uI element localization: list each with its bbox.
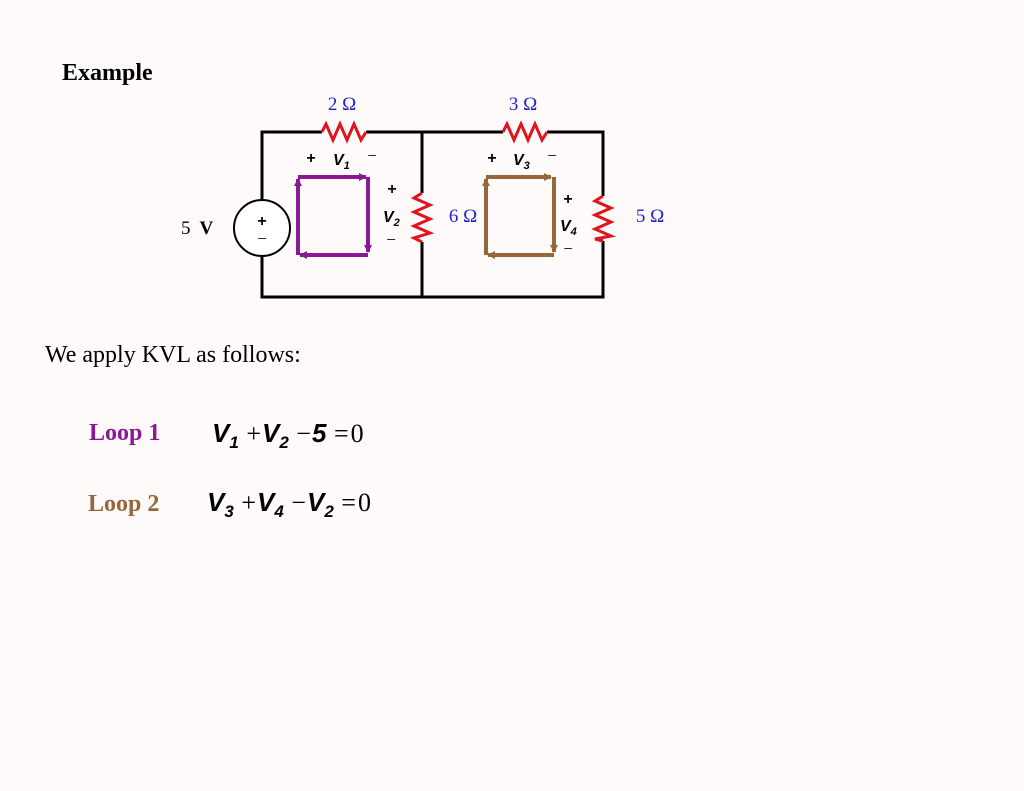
loop2-label: Loop 2 xyxy=(88,491,160,517)
loop2-arrows xyxy=(482,173,558,259)
v2-plus: + xyxy=(387,181,396,198)
circuit-wires xyxy=(260,130,605,299)
eq2-term1: V3 xyxy=(207,487,234,521)
v1-label: V1 xyxy=(333,152,350,172)
eq1-term1: V1 xyxy=(212,418,239,452)
v3-plus: + xyxy=(487,150,496,167)
voltage-source xyxy=(233,199,291,257)
source-minus: − xyxy=(257,229,267,248)
slide-title: Example xyxy=(62,60,153,86)
loop1-arrows xyxy=(294,173,372,259)
resistor-2ohm xyxy=(320,120,368,144)
v1-minus: − xyxy=(367,146,377,165)
r1-label: 2 Ω xyxy=(328,94,356,115)
r4-label: 5 Ω xyxy=(636,206,664,227)
v2-minus: − xyxy=(386,230,396,249)
loop1-label: Loop 1 xyxy=(89,420,161,446)
v4-minus: − xyxy=(563,239,573,258)
source-value: 5 xyxy=(181,218,191,239)
resistor-5ohm xyxy=(591,194,617,243)
resistor-6ohm xyxy=(410,191,435,244)
source-plus: + xyxy=(257,213,266,230)
v4-label: V4 xyxy=(560,218,577,238)
v3-minus: − xyxy=(547,146,557,165)
eq1-term3: 5 xyxy=(311,418,327,448)
v1-plus: + xyxy=(306,150,315,167)
r2-label: 6 Ω xyxy=(449,206,477,227)
loop1-equation: V1 +V2 −5 =0 xyxy=(212,418,364,452)
resistor-3ohm xyxy=(501,120,549,144)
source-unit: V xyxy=(200,218,214,239)
v3-label: V3 xyxy=(513,152,530,172)
eq2-term3: V2 xyxy=(306,487,334,521)
r3-label: 3 Ω xyxy=(509,94,537,115)
kvl-intro-text: We apply KVL as follows: xyxy=(45,342,301,368)
source-label: 5 V xyxy=(181,218,214,239)
eq2-term2: V4 xyxy=(256,487,284,521)
loop2-equation: V3 +V4 −V2 =0 xyxy=(207,487,371,521)
v2-label: V2 xyxy=(383,209,400,229)
v4-plus: + xyxy=(563,191,572,208)
eq1-term2: V2 xyxy=(261,418,289,452)
